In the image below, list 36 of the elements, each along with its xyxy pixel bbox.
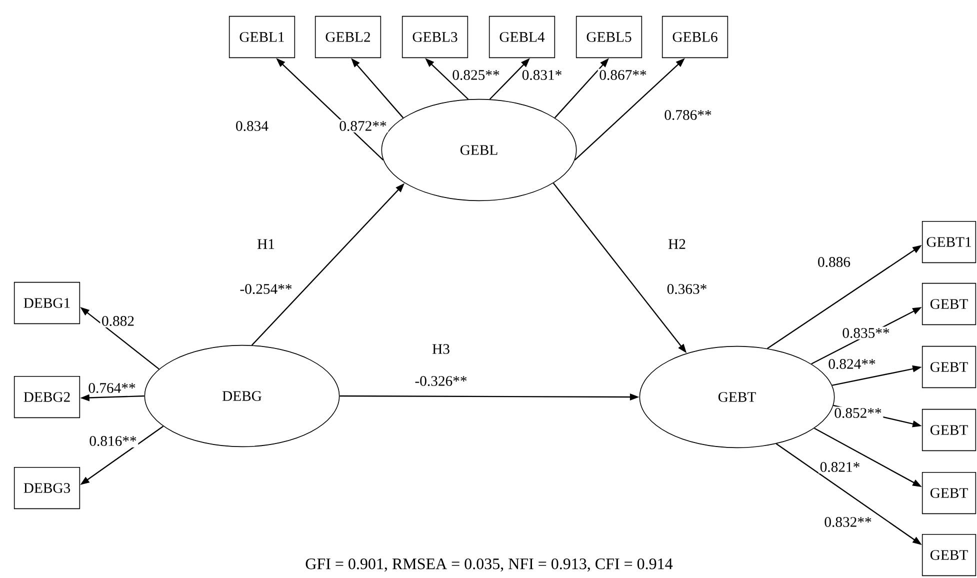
indicator-box: GEBL4 [488, 16, 556, 58]
indicator-box: GEBL6 [662, 16, 728, 58]
edge-label: 0.872** [338, 120, 388, 132]
indicator-box: GEBT [922, 472, 976, 514]
indicator-box: GEBL2 [314, 16, 382, 58]
indicator-box: DEBG3 [14, 466, 80, 510]
indicator-box: GEBL1 [228, 16, 296, 58]
indicator-box: GEBT1 [922, 220, 976, 264]
edge-label: 0.764** [86, 382, 138, 394]
edge-label: -0.254** [238, 282, 294, 296]
edge-label: 0.832** [822, 516, 874, 528]
hypothesis-label: H3 [432, 344, 450, 354]
indicator-box: GEBT [922, 282, 976, 326]
edge-label: 0.867** [598, 68, 648, 82]
hypothesis-label: H2 [668, 239, 686, 249]
edge-label: 0.835** [840, 326, 892, 340]
indicator-box: GEBL3 [402, 16, 468, 58]
indicator-box: DEBG2 [14, 376, 80, 418]
edge-label: -0.326** [413, 374, 469, 388]
edge-label: 0.882 [100, 314, 136, 328]
indicator-box: GEBT [922, 346, 976, 388]
indicator-box: GEBT [922, 408, 976, 452]
fit-indices-caption: GFI = 0.901, RMSEA = 0.035, NFI = 0.913, CFI = 0.914 [306, 558, 673, 572]
edge-label: 0.886 [816, 256, 852, 268]
edge-label: 0.786** [662, 108, 714, 122]
hypothesis-label: H1 [257, 239, 274, 249]
edge-label: 0.834 [234, 120, 270, 132]
edge-label: 0.363* [666, 282, 709, 296]
edge-label: 0.816** [88, 434, 138, 448]
edge-label: 0.825** [450, 68, 502, 82]
indicator-box: GEBL5 [576, 16, 642, 58]
edge-label: 0.852** [832, 406, 884, 420]
edge-label: 0.831* [520, 68, 564, 82]
indicator-box: DEBG1 [14, 282, 80, 324]
indicator-box: GEBT [922, 534, 976, 576]
edge-label: 0.821* [818, 460, 862, 474]
